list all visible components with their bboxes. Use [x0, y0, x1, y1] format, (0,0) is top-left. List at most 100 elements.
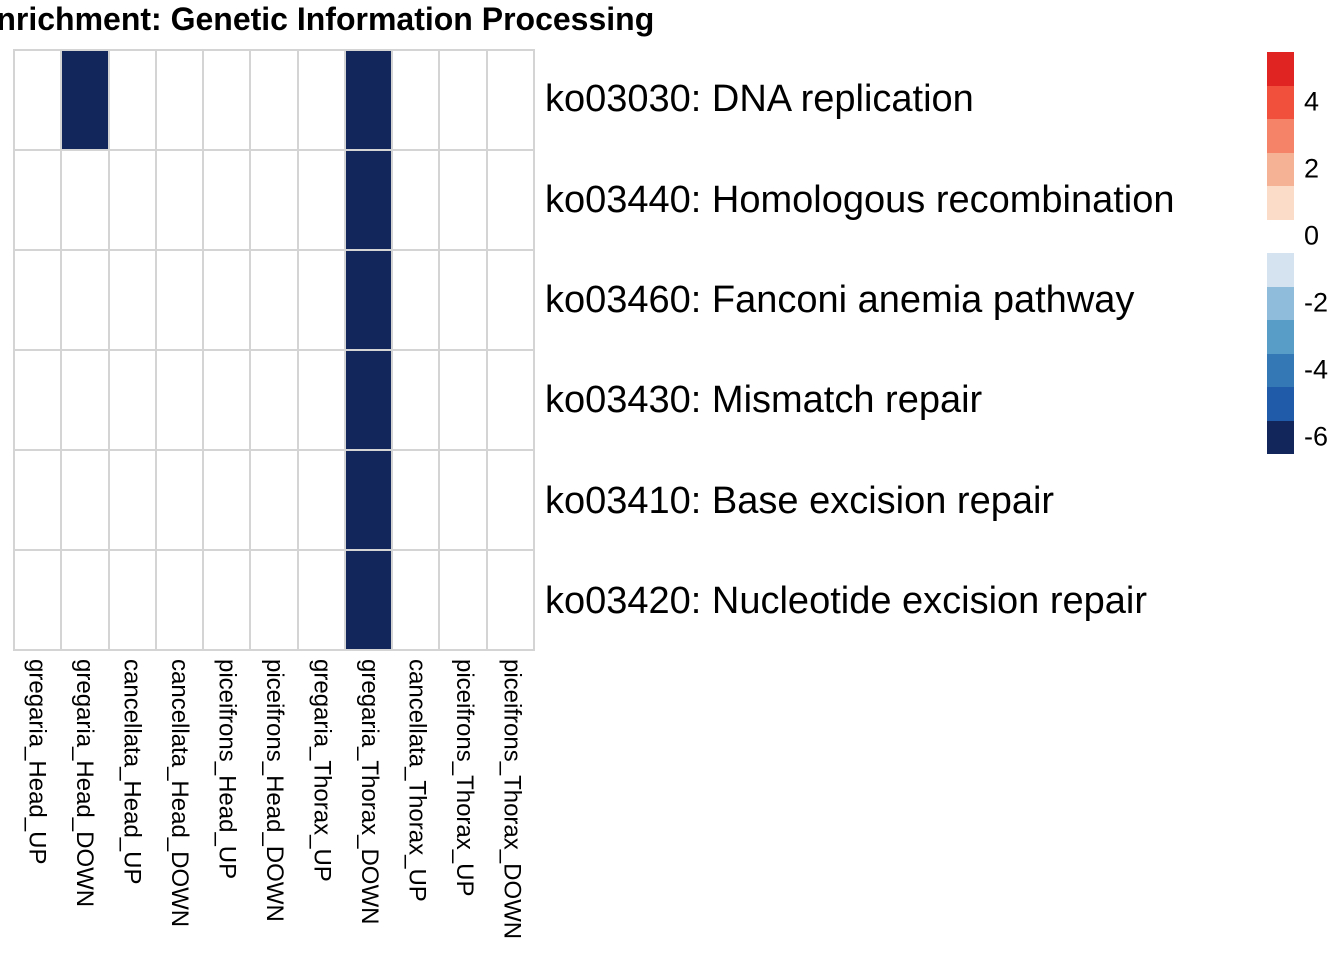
legend-tick-label: -4: [1304, 354, 1329, 385]
legend-segment: [1267, 152, 1294, 186]
legend-segment: [1267, 420, 1294, 454]
heatmap-cell: [345, 51, 392, 149]
legend-tick-label: -6: [1304, 421, 1329, 452]
heatmap-cell: [15, 351, 61, 449]
heatmap-cell: [15, 551, 61, 649]
heatmap-cell: [345, 251, 392, 349]
legend-colorbar: [1267, 52, 1294, 454]
heatmap-cell: [204, 151, 250, 249]
heatmap-cell: [62, 151, 108, 249]
x-axis-label: cancellata_Thorax_UP: [403, 659, 431, 902]
heatmap-grid: [13, 49, 535, 651]
x-axis-label: gregaria_Thorax_UP: [308, 659, 336, 882]
y-axis-label: ko03030: DNA replication: [545, 78, 974, 121]
heatmap-cell: [62, 351, 108, 449]
heatmap-cell: [15, 51, 61, 149]
heatmap-cell: [440, 251, 486, 349]
legend-segment: [1267, 320, 1294, 354]
heatmap-cell: [393, 551, 439, 649]
legend-segment: [1267, 286, 1294, 320]
heatmap-cell: [109, 451, 155, 549]
legend-segment: [1267, 387, 1294, 421]
legend-segment: [1267, 186, 1294, 220]
heatmap-cell: [393, 51, 439, 149]
heatmap-cell: [393, 451, 439, 549]
heatmap-cell: [393, 251, 439, 349]
heatmap-cell: [487, 151, 533, 249]
heatmap-cell: [487, 551, 533, 649]
x-axis-label: cancellata_Head_UP: [118, 659, 146, 885]
legend-segment: [1267, 353, 1294, 387]
heatmap-cell: [251, 451, 297, 549]
heatmap-cell: [393, 351, 439, 449]
heatmap-cell: [298, 351, 344, 449]
x-axis-label: piceifrons_Thorax_DOWN: [498, 659, 526, 940]
x-axis-label: gregaria_Thorax_DOWN: [355, 659, 383, 925]
heatmap-cell: [345, 151, 392, 249]
heatmap-cell: [156, 51, 203, 149]
y-axis-label: ko03430: Mismatch repair: [545, 379, 983, 422]
x-axis-label: gregaria_Head_UP: [23, 659, 51, 865]
heatmap-cell: [251, 51, 297, 149]
heatmap-cell: [251, 151, 297, 249]
heatmap-cell: [251, 551, 297, 649]
y-axis-label: ko03460: Fanconi anemia pathway: [545, 278, 1135, 321]
heatmap-cell: [298, 251, 344, 349]
legend-segment: [1267, 85, 1294, 119]
heatmap-cell: [204, 351, 250, 449]
heatmap-cell: [487, 451, 533, 549]
heatmap-cell: [345, 451, 392, 549]
heatmap-cell: [440, 51, 486, 149]
heatmap-cell: [15, 251, 61, 349]
heatmap-cell: [204, 551, 250, 649]
heatmap-cell: [487, 51, 533, 149]
x-axis-label: piceifrons_Head_UP: [213, 659, 241, 880]
heatmap-cell: [440, 551, 486, 649]
heatmap-cell: [156, 251, 203, 349]
heatmap-cell: [62, 451, 108, 549]
heatmap-cell: [156, 451, 203, 549]
heatmap-cell: [298, 151, 344, 249]
legend-segment: [1267, 119, 1294, 153]
y-axis-label: ko03440: Homologous recombination: [545, 178, 1175, 221]
heatmap-cell: [15, 451, 61, 549]
heatmap-cell: [156, 351, 203, 449]
heatmap-cell: [345, 551, 392, 649]
legend-tick-label: 4: [1304, 86, 1320, 117]
heatmap-cell: [298, 551, 344, 649]
heatmap-cell: [440, 451, 486, 549]
legend-tick-label: 2: [1304, 153, 1320, 184]
heatmap-cell: [156, 551, 203, 649]
heatmap-cell: [109, 151, 155, 249]
heatmap-cell: [204, 251, 250, 349]
legend-tick-label: 0: [1304, 220, 1320, 251]
x-axis-label: piceifrons_Head_DOWN: [261, 659, 288, 922]
x-axis-label: gregaria_Head_DOWN: [71, 659, 99, 908]
heatmap-cell: [440, 151, 486, 249]
legend-tick-label: -2: [1304, 287, 1329, 318]
chart-title: Enrichment: Genetic Information Processi…: [0, 1, 655, 37]
y-axis-label: ko03410: Base excision repair: [545, 479, 1055, 522]
heatmap-cell: [298, 51, 344, 149]
x-axis-label: piceifrons_Thorax_UP: [450, 659, 478, 897]
heatmap-cell: [109, 51, 155, 149]
legend-segment: [1267, 52, 1294, 86]
heatmap-cell: [487, 351, 533, 449]
heatmap-cell: [156, 151, 203, 249]
heatmap-cell: [298, 451, 344, 549]
heatmap-cell: [62, 51, 108, 149]
heatmap-cell: [345, 351, 392, 449]
x-axis-labels: gregaria_Head_UP gregaria_Head_DOWN cancel…: [13, 659, 535, 959]
heatmap-cell: [109, 351, 155, 449]
x-axis-label: cancellata_Head_DOWN: [166, 659, 194, 928]
heatmap-cell: [251, 251, 297, 349]
legend-segment: [1267, 253, 1294, 287]
heatmap-cell: [393, 151, 439, 249]
y-axis-label: ko03420: Nucleotide excision repair: [545, 579, 1148, 622]
heatmap-cell: [109, 551, 155, 649]
heatmap-cell: [440, 351, 486, 449]
heatmap-cell: [204, 451, 250, 549]
heatmap-cell: [204, 51, 250, 149]
legend-segment: [1267, 219, 1294, 253]
heatmap-cell: [62, 551, 108, 649]
